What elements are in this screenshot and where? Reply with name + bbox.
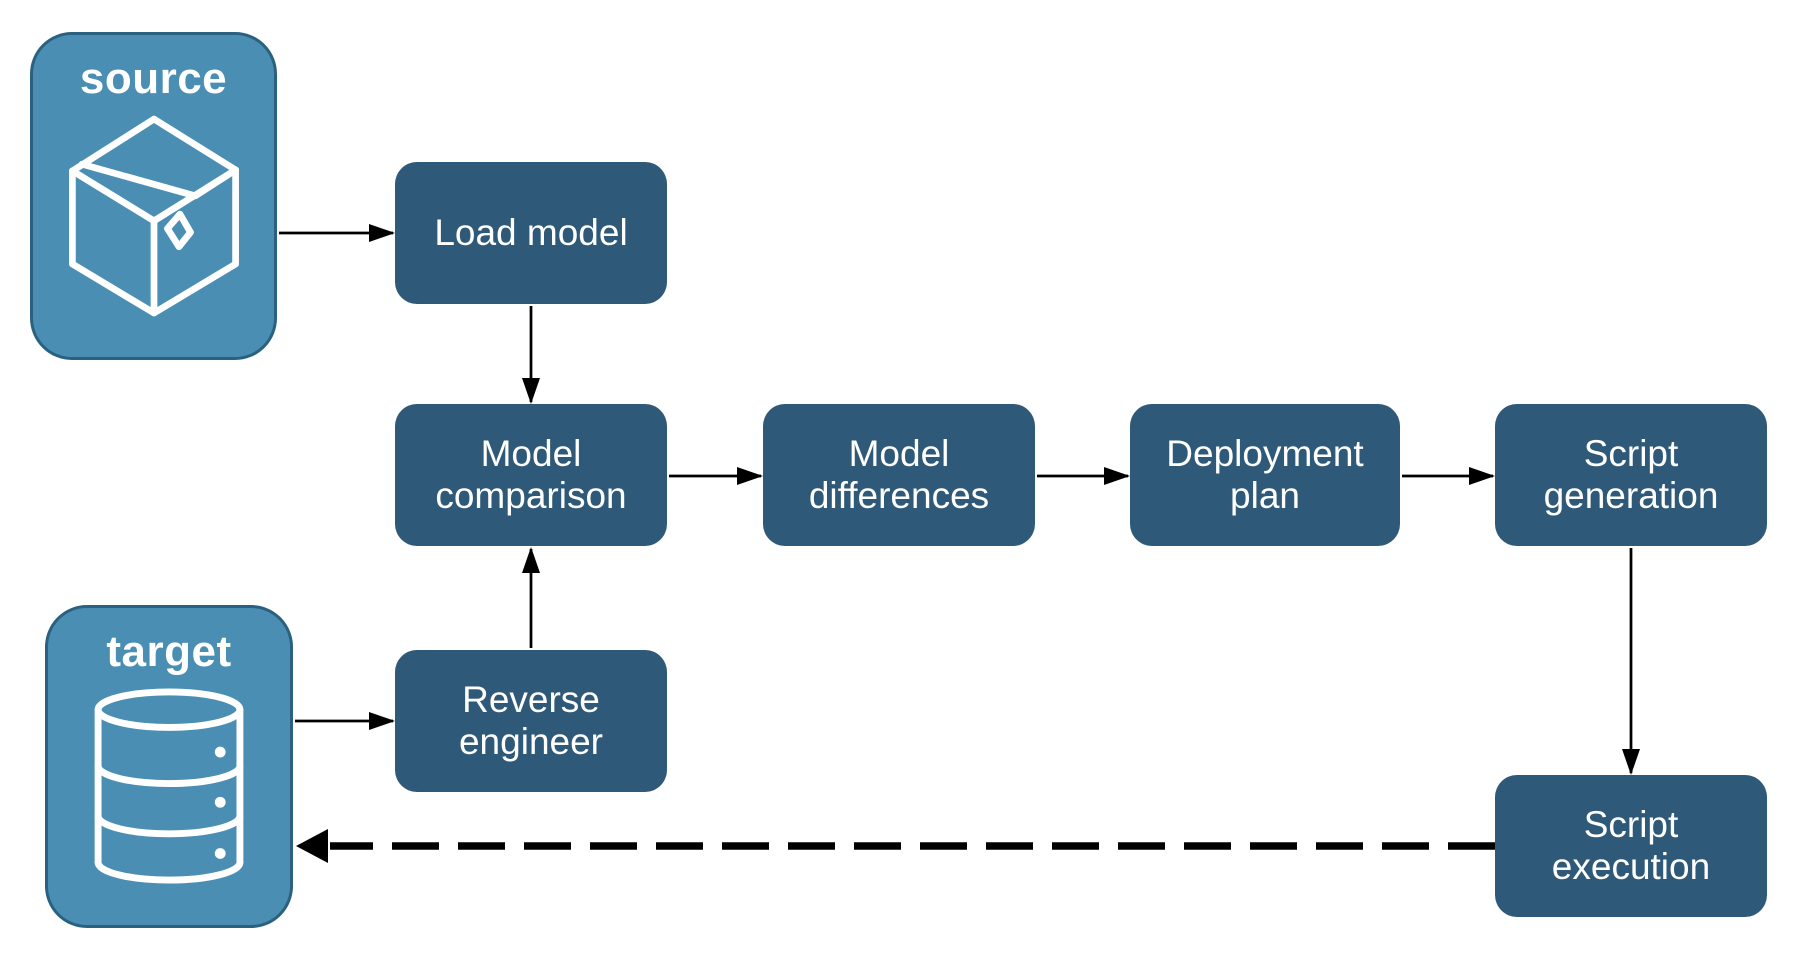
database-icon <box>94 688 244 890</box>
node-script-execution-label: Script execution <box>1551 804 1711 887</box>
node-model-comparison-label: Model comparison <box>435 433 627 516</box>
node-load-model: Load model <box>395 162 667 304</box>
target-label: target <box>106 627 232 676</box>
node-reverse-engineer-label: Reverse engineer <box>458 679 603 762</box>
arrow-script-execution-to-target <box>296 829 1495 863</box>
node-reverse-engineer: Reverse engineer <box>395 650 667 792</box>
node-script-generation: Script generation <box>1495 404 1767 546</box>
node-model-differences-label: Model differences <box>808 433 990 516</box>
node-load-model-label: Load model <box>434 212 628 253</box>
node-script-execution: Script execution <box>1495 775 1767 917</box>
node-deployment-plan-label: Deployment plan <box>1166 433 1364 516</box>
node-deployment-plan: Deployment plan <box>1130 404 1400 546</box>
package-icon <box>58 115 250 324</box>
node-model-differences: Model differences <box>763 404 1035 546</box>
source-container: source <box>30 32 277 360</box>
source-label: source <box>79 54 228 103</box>
target-container: target <box>45 605 293 928</box>
node-model-comparison: Model comparison <box>395 404 667 546</box>
node-script-generation-label: Script generation <box>1543 433 1719 516</box>
